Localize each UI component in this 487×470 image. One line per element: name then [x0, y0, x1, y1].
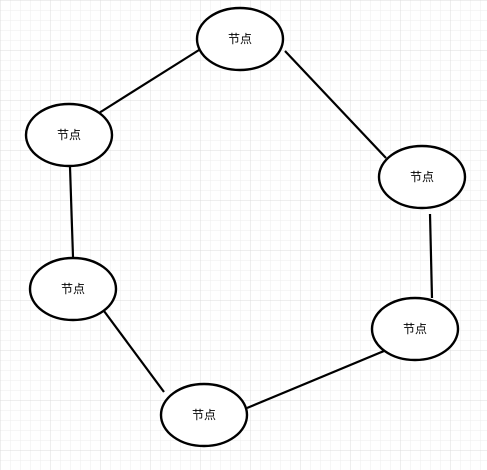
edge-lowerleft-upperleft[interactable] — [68, 166, 75, 258]
node-ellipse[interactable] — [377, 144, 467, 210]
node-ellipse[interactable] — [28, 256, 118, 322]
edge-top-right[interactable] — [284, 50, 387, 159]
node-label: 节点 — [61, 282, 85, 296]
node-right[interactable]: 节点 — [377, 144, 467, 210]
node-label: 节点 — [57, 128, 81, 142]
node-bottom[interactable]: 节点 — [159, 382, 249, 448]
node-lower-left[interactable]: 节点 — [28, 256, 118, 322]
edge-upperleft-top[interactable] — [98, 49, 200, 114]
node-label: 节点 — [192, 408, 216, 422]
node-label: 节点 — [403, 322, 427, 336]
node-ellipse[interactable] — [24, 102, 114, 168]
edge-right-lowerright[interactable] — [428, 213, 434, 299]
node-ellipse[interactable] — [159, 382, 249, 448]
node-ellipse[interactable] — [195, 6, 285, 72]
node-label: 节点 — [410, 170, 434, 184]
node-label: 节点 — [228, 32, 252, 46]
node-lower-right[interactable]: 节点 — [370, 296, 460, 362]
node-ellipse[interactable] — [370, 296, 460, 362]
edge-lowerright-bottom[interactable] — [246, 349, 385, 410]
node-top[interactable]: 节点 — [195, 6, 285, 72]
edge-bottom-lowerleft[interactable] — [103, 310, 165, 393]
edges — [68, 49, 434, 410]
node-upper-left[interactable]: 节点 — [24, 102, 114, 168]
